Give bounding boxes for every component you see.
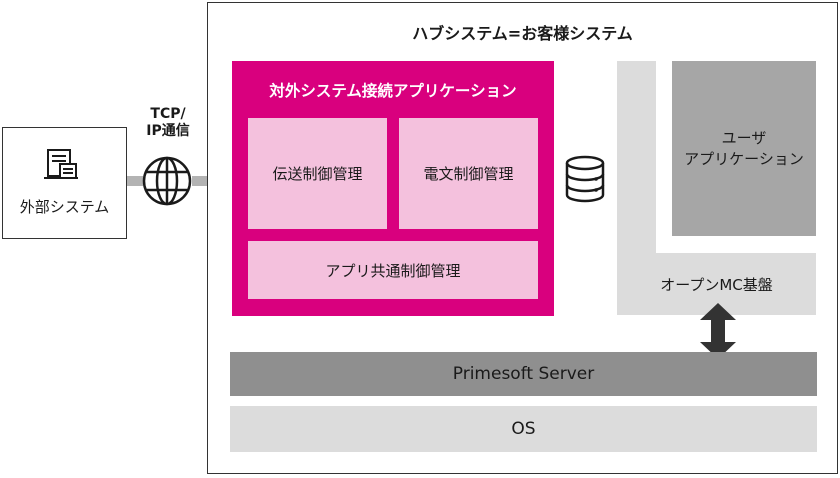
external-connection-app-title: 対外システム接続アプリケーション <box>269 82 517 100</box>
connector-external-to-globe <box>127 176 143 186</box>
server-document-icon <box>42 148 82 182</box>
primesoft-server-layer: Primesoft Server <box>230 352 817 396</box>
protocol-label: TCP/ IP通信 <box>128 106 208 140</box>
protocol-label-line2: IP通信 <box>146 123 190 139</box>
external-system-label: 外部システム <box>19 198 110 216</box>
message-control-module: 電文制御管理 <box>399 118 538 229</box>
user-application-box: ユーザ アプリケーション <box>672 61 816 236</box>
open-mc-column <box>617 61 656 253</box>
common-control-module: アプリ共通制御管理 <box>248 241 538 299</box>
transmission-control-module: 伝送制御管理 <box>248 118 387 229</box>
external-system-box <box>2 127 127 239</box>
bidirectional-arrow-icon <box>698 303 738 359</box>
globe-icon <box>141 155 193 207</box>
hub-system-title: ハブシステム=お客様システム <box>412 24 633 43</box>
user-application-line1: ユーザ <box>721 128 767 147</box>
os-layer: OS <box>230 406 817 452</box>
protocol-label-line1: TCP/ <box>150 106 186 122</box>
database-icon <box>563 154 607 204</box>
user-application-line2: アプリケーション <box>684 149 804 168</box>
